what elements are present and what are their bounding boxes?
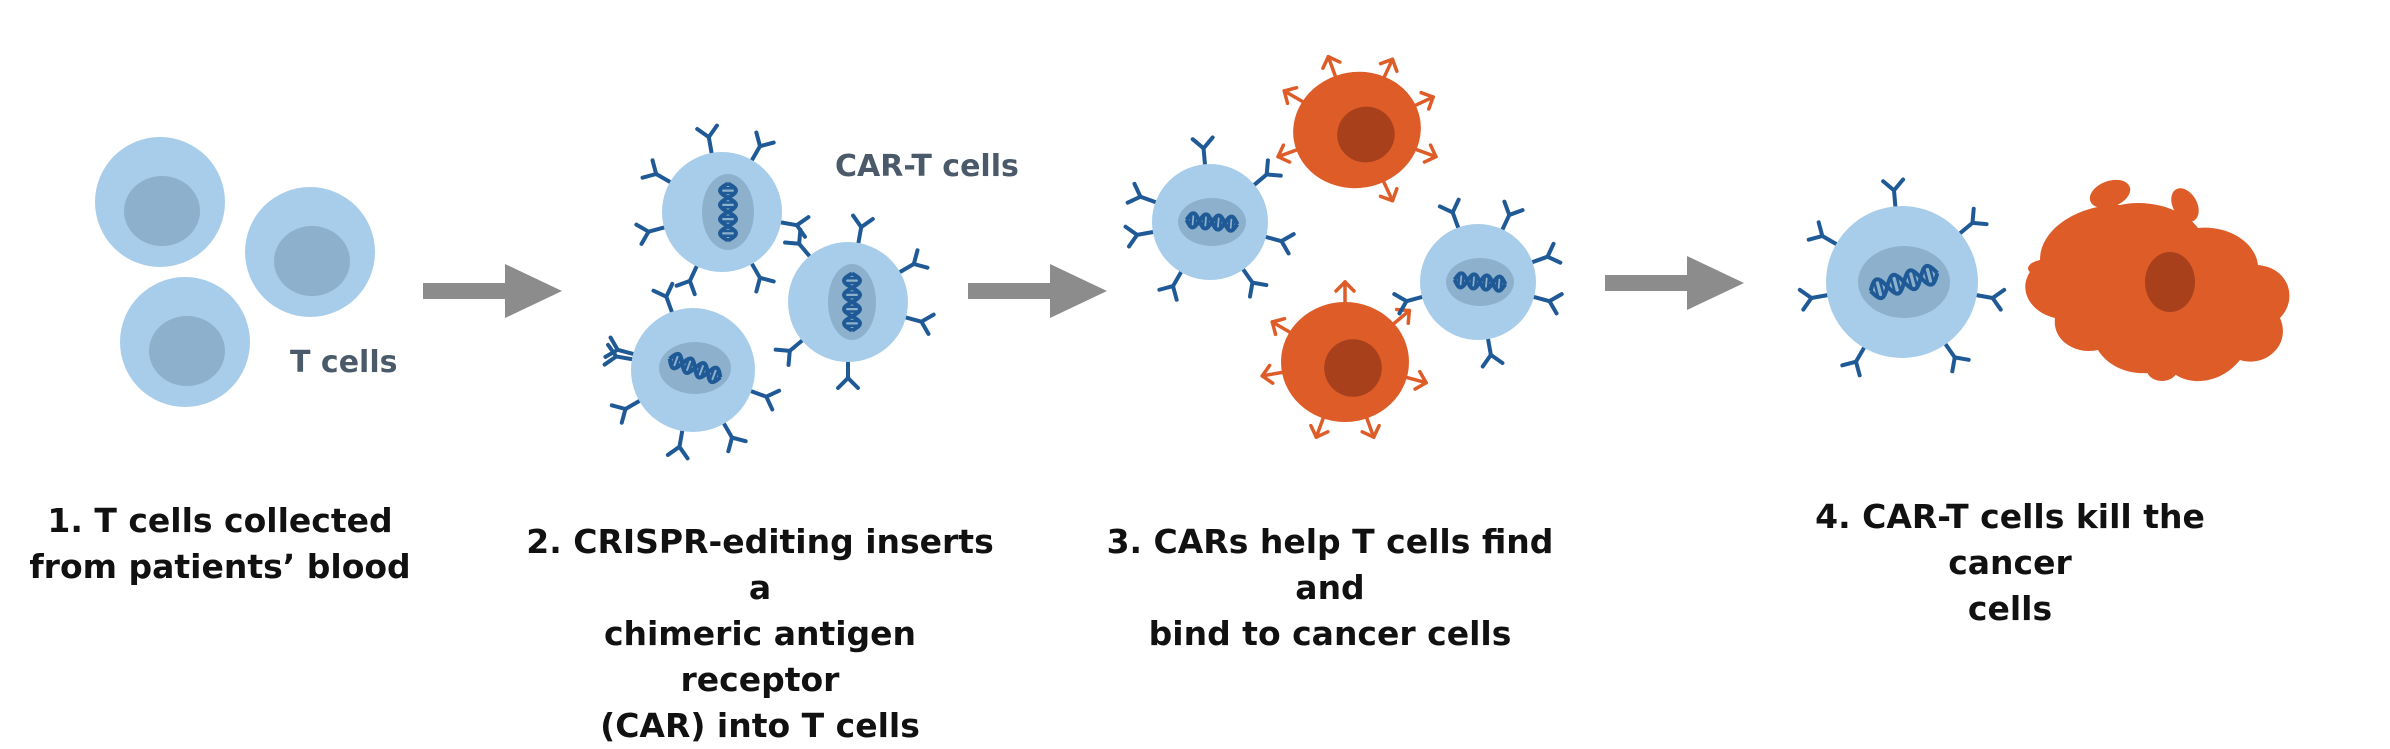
car-receptor-icon — [1123, 224, 1159, 249]
dna-icon — [841, 271, 863, 333]
caption-step-2: 2. CRISPR-editing inserts a chimeric ant… — [520, 519, 1000, 749]
stage-3-binding — [1123, 54, 1564, 439]
caption-line: chimeric antigen receptor — [603, 614, 917, 699]
car-receptor-icon — [1528, 292, 1564, 316]
car-receptor-icon — [1881, 177, 1906, 213]
car-receptor-icon — [1526, 241, 1563, 266]
signal-arrow-icon — [1321, 54, 1342, 82]
car-receptor-icon — [851, 213, 875, 249]
stage-2-car-t-cells: CAR-T cells — [602, 123, 1019, 461]
car-receptor-icon — [695, 123, 719, 159]
car-receptor-icon — [1480, 333, 1505, 369]
signal-arrow-icon — [1260, 363, 1288, 385]
car-receptor-icon — [1797, 287, 1834, 312]
t-cell-icon — [245, 187, 375, 317]
caption-step-1: 1. T cells collected from patients’ bloo… — [20, 498, 420, 590]
car-t-cell-icon — [1392, 197, 1564, 369]
car-receptor-icon — [1260, 232, 1296, 256]
signal-arrow-icon — [1270, 316, 1295, 337]
caption-line: 2. CRISPR-editing inserts a — [526, 522, 994, 607]
t-cell-icon — [120, 277, 250, 407]
car-receptor-icon — [836, 356, 860, 390]
car-receptor-icon — [634, 222, 670, 246]
car-receptor-icon — [1941, 338, 1971, 374]
car-t-cell-icon — [1797, 177, 2007, 378]
dying-cancer-cell-icon — [2025, 179, 2290, 382]
car-receptor-icon — [1840, 342, 1868, 378]
car-receptor-icon — [674, 260, 701, 297]
dna-icon — [1868, 263, 1940, 301]
signal-arrow-icon — [1378, 177, 1399, 203]
car-receptor-icon — [1190, 135, 1215, 171]
dna-icon — [717, 181, 739, 243]
process-arrow-icon — [423, 264, 562, 318]
dna-icon — [667, 351, 723, 385]
process-arrow-icon — [968, 264, 1107, 318]
stage-4-killing — [1797, 177, 2290, 382]
car-receptor-icon — [745, 387, 782, 412]
car-receptor-icon — [748, 258, 776, 294]
car-receptor-icon — [1157, 266, 1185, 302]
process-arrow-icon — [1605, 256, 1744, 310]
car-t-cell-icon — [1123, 135, 1296, 302]
car-receptor-icon — [894, 248, 930, 276]
caption-line: cells — [1967, 589, 2053, 628]
car-receptor-icon — [1955, 206, 1989, 238]
car-receptor-icon — [783, 227, 815, 262]
caption-line: 3. CARs help T cells find and — [1106, 522, 1554, 607]
caption-line: 4. CAR-T cells kill the cancer — [1815, 497, 2205, 582]
car-t-cell-icon — [602, 281, 782, 461]
signal-arrow-icon — [1282, 85, 1307, 106]
car-receptor-icon — [640, 158, 676, 186]
car-receptor-icon — [900, 312, 936, 336]
signal-arrow-icon — [1401, 369, 1428, 391]
car-receptor-icon — [1437, 197, 1462, 234]
car-t-cell-icon — [773, 213, 936, 390]
car-receptor-icon — [665, 425, 690, 461]
t-cells-label: T cells — [290, 345, 397, 380]
car-receptor-icon — [1970, 287, 2007, 312]
car-receptor-icon — [720, 418, 748, 454]
car-receptor-icon — [609, 397, 645, 425]
caption-line: bind to cancer cells — [1148, 614, 1512, 653]
dna-icon — [1452, 271, 1508, 293]
cancer-cell-icon — [1260, 280, 1428, 439]
caption-line: 1. T cells collected — [47, 501, 393, 540]
caption-line: from patients’ blood — [29, 547, 411, 586]
dna-icon — [1184, 211, 1240, 233]
caption-line: (CAR) into T cells — [600, 706, 920, 745]
t-cell-icon — [95, 137, 225, 267]
car-receptor-icon — [1238, 264, 1269, 299]
car-receptor-icon — [773, 335, 808, 367]
car-receptor-icon — [775, 215, 811, 239]
stage-1-t-cells: T cells — [95, 137, 397, 407]
car-receptor-icon — [651, 281, 676, 318]
car-receptor-icon — [1125, 181, 1162, 206]
caption-step-4: 4. CAR-T cells kill the cancer cells — [1750, 494, 2270, 632]
car-receptor-icon — [748, 130, 776, 166]
car-receptor-icon — [1249, 158, 1283, 190]
car-t-cell-icon — [634, 123, 811, 297]
car-receptor-icon — [1498, 199, 1525, 236]
cancer-cell-icon — [1276, 54, 1438, 203]
caption-step-3: 3. CARs help T cells find and bind to ca… — [1070, 519, 1590, 657]
signal-arrow-icon — [1411, 143, 1438, 164]
car-receptor-icon — [1806, 220, 1842, 248]
car-t-cells-label: CAR-T cells — [835, 149, 1019, 184]
